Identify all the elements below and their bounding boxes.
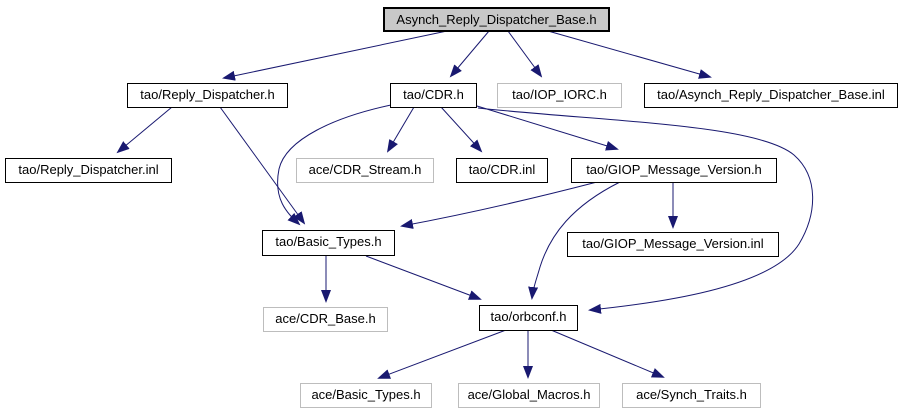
edge-root-cdr [449,30,490,78]
edge-giop-basic-types [400,181,598,229]
node-tao-basic-types-h[interactable]: tao/Basic_Types.h [262,230,395,256]
edge-cdr-basic-types [277,104,392,226]
edge-orbconf-ace-basic-types [377,329,507,379]
node-tao-giop-message-version-h[interactable]: tao/GIOP_Message_Version.h [571,158,777,183]
node-ace-cdr-stream-h[interactable]: ace/CDR_Stream.h [296,158,434,183]
edge-root-iop-iorc [507,30,543,78]
edge-cdr-orbconf [477,107,814,314]
node-tao-asynch-reply-dispatcher-base-inl[interactable]: tao/Asynch_Reply_Dispatcher_Base.inl [644,83,898,108]
edge-orbconf-synch-traits [550,329,665,378]
edge-cdr-cdr-stream [386,106,415,153]
node-ace-synch-traits-h[interactable]: ace/Synch_Traits.h [622,383,761,408]
node-tao-reply-dispatcher-inl[interactable]: tao/Reply_Dispatcher.inl [5,158,172,183]
node-tao-cdr-inl[interactable]: tao/CDR.inl [456,158,548,183]
node-ace-cdr-base-h[interactable]: ace/CDR_Base.h [263,307,388,332]
node-tao-orbconf-h[interactable]: tao/orbconf.h [479,305,578,331]
node-asynch-reply-dispatcher-base-h[interactable]: Asynch_Reply_Dispatcher_Base.h [383,7,610,32]
node-ace-basic-types-h[interactable]: ace/Basic_Types.h [300,383,432,408]
edge-root-asynch-inl [547,30,712,79]
node-ace-global-macros-h[interactable]: ace/Global_Macros.h [458,383,600,408]
edge-cdr-giop [476,105,619,151]
edge-root-reply-dispatcher [222,30,448,81]
edge-reply-dispatcher-basic-types [219,106,306,225]
edge-cdr-cdr-inl [440,106,483,153]
edge-giop-orbconf [528,181,621,300]
node-tao-giop-message-version-inl[interactable]: tao/GIOP_Message_Version.inl [567,232,779,257]
node-tao-reply-dispatcher-h[interactable]: tao/Reply_Dispatcher.h [127,83,288,108]
edge-basic-types-orbconf [365,255,482,300]
node-tao-cdr-h[interactable]: tao/CDR.h [390,83,477,108]
node-tao-iop-iorc-h[interactable]: tao/IOP_IORC.h [497,83,622,108]
edge-reply-dispatcher-reply-dispatcher-inl [116,106,173,154]
